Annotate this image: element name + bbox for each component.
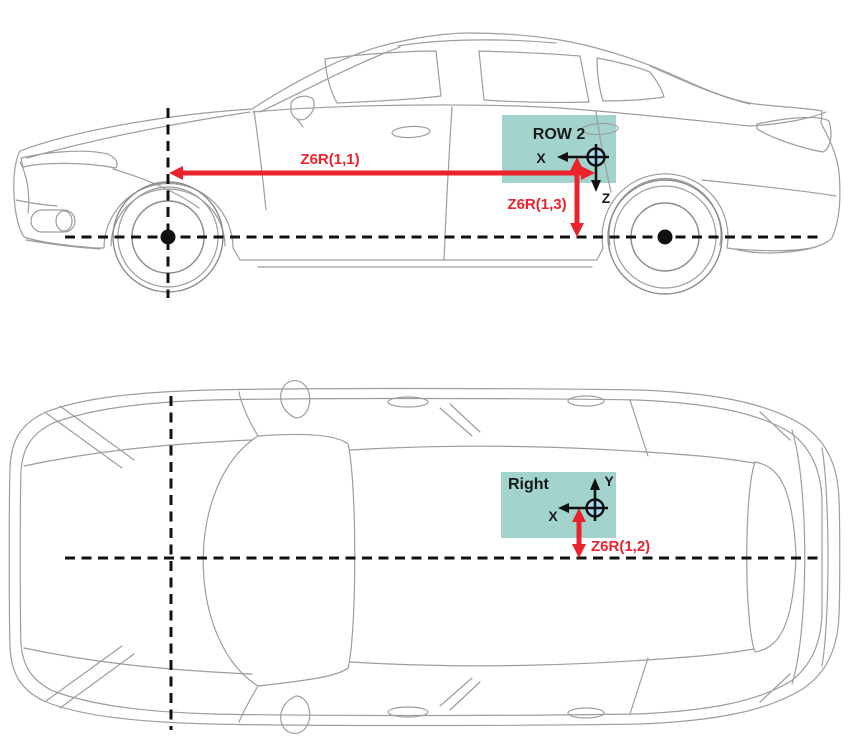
side-view-axle-centerlines (65, 108, 822, 298)
side-view-origin-axes (557, 144, 609, 192)
side-zone-label: ROW 2 (532, 126, 586, 143)
dimension-label-z6r12: Z6R(1,2) (591, 538, 651, 555)
dimension-label-z6r11: Z6R(1,1) (300, 151, 360, 168)
dimension-label-z6r13: Z6R(1,3) (507, 196, 567, 213)
side-z-axis-label: Z (601, 190, 611, 206)
front-wheel-center-dot (160, 229, 176, 245)
dimension-arrow-z6r13 (570, 157, 584, 237)
top-view-centerlines (65, 396, 820, 730)
rear-wheel-center-dot (657, 229, 673, 245)
side-x-axis-label: X (536, 150, 546, 166)
dimension-arrow-z6r11 (169, 166, 595, 180)
top-view-car-drawing (8, 380, 841, 734)
top-view-origin-axes (558, 478, 608, 521)
dimension-arrow-z6r12 (572, 508, 586, 558)
side-view-car-drawing (13, 32, 841, 295)
top-zone-label: Right (508, 476, 549, 493)
top-y-axis-label: Y (604, 473, 614, 489)
top-x-axis-label: X (548, 508, 558, 524)
